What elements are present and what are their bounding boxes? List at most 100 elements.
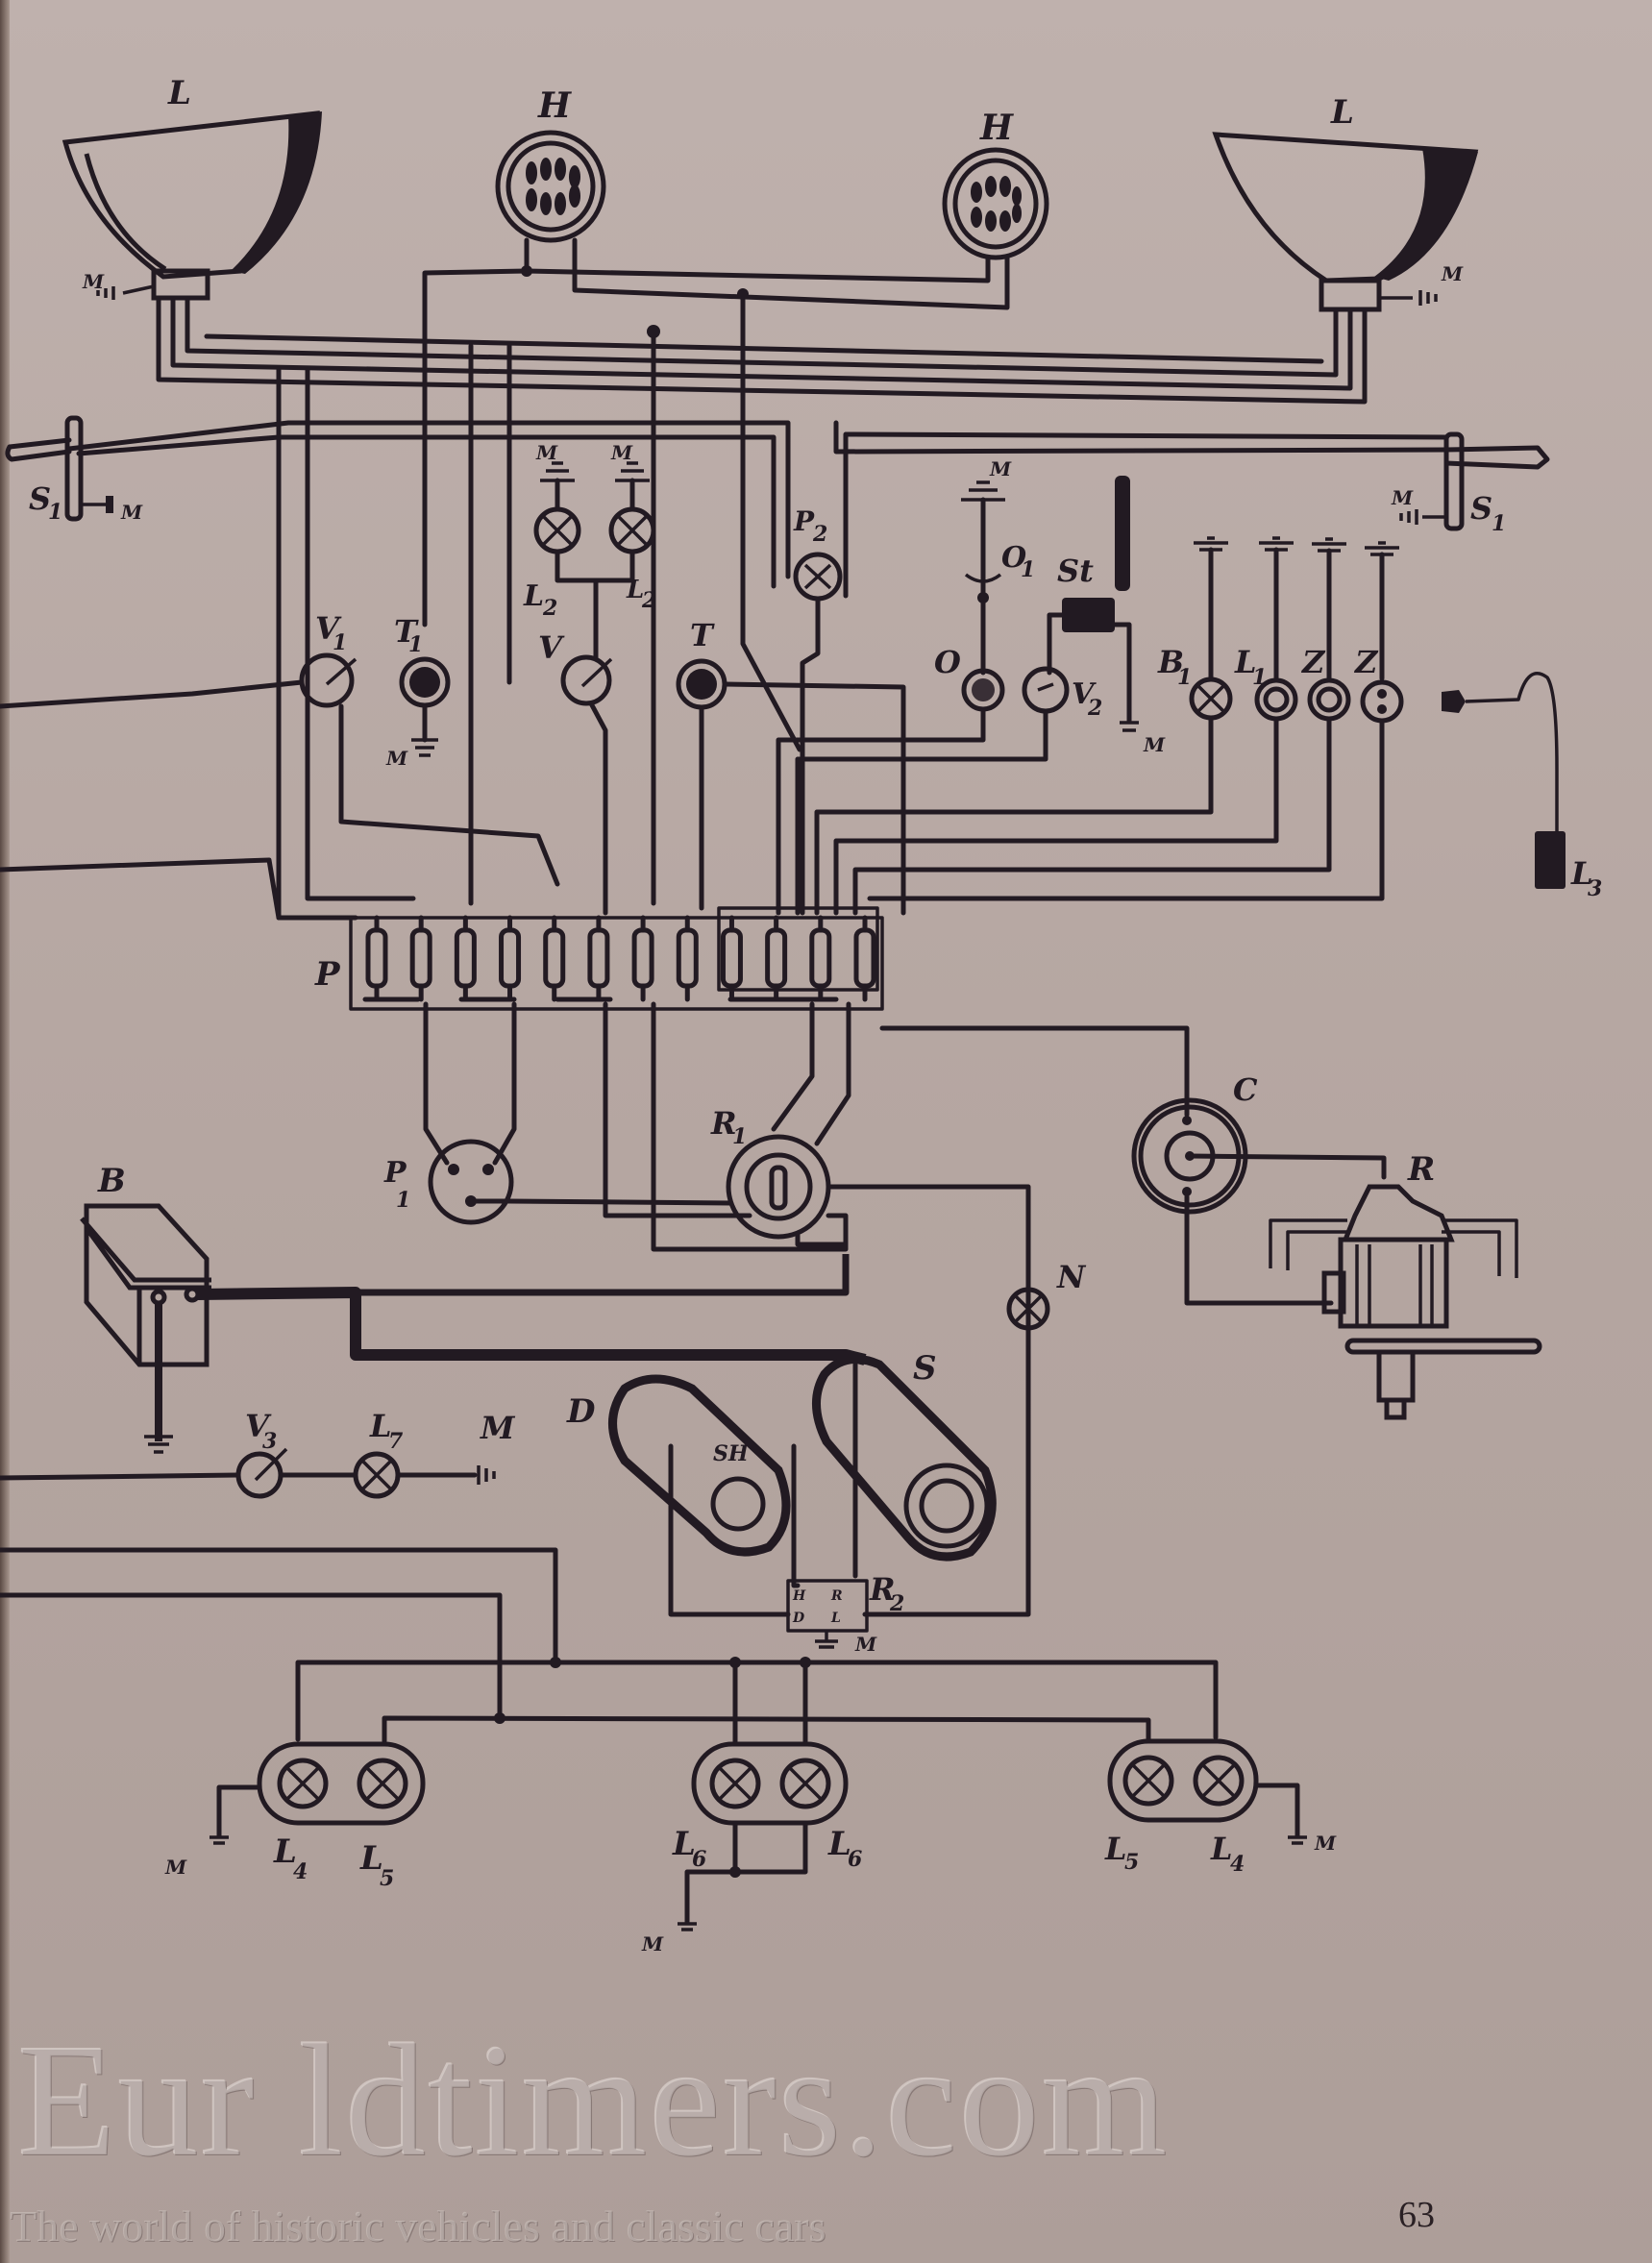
l7-label: L xyxy=(369,1408,392,1444)
p2-label: P xyxy=(793,505,815,537)
gauge-v3-circuit: V 3 L 7 M xyxy=(0,1408,516,1499)
fuse-row xyxy=(365,915,876,1002)
svg-text:2: 2 xyxy=(812,522,827,547)
svg-text:M: M xyxy=(1314,1832,1337,1855)
svg-text:4: 4 xyxy=(293,1859,308,1884)
svg-text:M: M xyxy=(164,1856,187,1879)
mass-label: M xyxy=(82,270,105,293)
b-label: B xyxy=(97,1162,126,1200)
right-panel-lamps: B 1 L 1 Z Z xyxy=(814,536,1404,916)
rear-lamp-cluster-right: M L 5 L 4 xyxy=(1104,1738,1337,1877)
gauge-t: T xyxy=(676,617,906,916)
horn-right-label: H xyxy=(979,108,1014,148)
svg-text:M: M xyxy=(385,747,408,770)
indicator-left: S 1 M xyxy=(5,415,791,589)
l6-right-label: L xyxy=(827,1825,851,1863)
svg-text:M: M xyxy=(989,457,1012,480)
fuse xyxy=(809,927,832,989)
fuse xyxy=(365,927,388,989)
fuse xyxy=(631,927,654,989)
starter-motor-s: S xyxy=(812,1349,997,1579)
p1-label: P xyxy=(383,1156,407,1190)
ignition-switch-r1: R 1 xyxy=(603,1001,1031,1483)
l3-label: L xyxy=(1570,855,1593,892)
svg-text:D: D xyxy=(792,1611,805,1626)
n-label: N xyxy=(1056,1259,1087,1295)
d-label: D xyxy=(566,1392,596,1431)
svg-text:M: M xyxy=(1143,733,1166,756)
indicator-right-label: S xyxy=(1470,490,1492,527)
svg-text:5: 5 xyxy=(380,1866,394,1891)
svg-text:2: 2 xyxy=(542,596,557,621)
dh-label: SH xyxy=(713,1441,750,1466)
svg-text:2: 2 xyxy=(889,1591,904,1616)
gauge-v2: V 2 xyxy=(795,666,1102,916)
r2-label: R xyxy=(869,1571,896,1608)
svg-text:M: M xyxy=(535,441,558,464)
m-label: M xyxy=(480,1410,516,1446)
t1-label: T xyxy=(394,613,419,650)
svg-text:M: M xyxy=(1391,486,1414,509)
rear-harness xyxy=(0,1547,1219,1744)
gauge-t1: M T 1 xyxy=(385,613,451,770)
panel-lamps-l2: M M L 2 L 2 xyxy=(523,441,656,656)
svg-text:M: M xyxy=(641,1932,664,1956)
svg-text:1: 1 xyxy=(1492,511,1506,536)
svg-text:6: 6 xyxy=(848,1847,862,1872)
o-label: O xyxy=(934,644,961,680)
svg-text:5: 5 xyxy=(1124,1850,1139,1875)
fuse xyxy=(409,927,432,989)
horn-left: H xyxy=(495,86,606,243)
svg-text:1: 1 xyxy=(408,632,423,657)
switch-p1: P 1 xyxy=(383,1001,733,1225)
gauge-v: V xyxy=(538,629,613,916)
terminal-block-p: P xyxy=(0,857,884,1011)
svg-text:6: 6 xyxy=(692,1847,706,1872)
l4-right-label: L xyxy=(1210,1831,1233,1867)
svg-text:M: M xyxy=(854,1633,877,1656)
z-label: Z xyxy=(1300,644,1326,680)
headlamp-left-label: L xyxy=(167,74,191,112)
fuse xyxy=(720,927,743,989)
fuse xyxy=(499,927,522,989)
t-label: T xyxy=(690,617,715,653)
horn-right: H xyxy=(942,108,1049,260)
fuse xyxy=(853,927,876,989)
svg-text:7: 7 xyxy=(388,1429,404,1454)
dynamo-d: D SH xyxy=(566,1374,801,1617)
l4-left-label: L xyxy=(273,1833,297,1871)
regulator-r2: H R D L M R 2 xyxy=(786,1571,904,1656)
svg-text:L: L xyxy=(830,1611,841,1626)
p-label: P xyxy=(314,955,341,994)
gauge-v1: V 1 xyxy=(0,610,560,887)
fuse xyxy=(587,927,610,989)
z-label-2: Z xyxy=(1353,644,1379,680)
ignition-coil-c: C xyxy=(1131,1071,1387,1306)
v1-label: V xyxy=(315,610,342,647)
b1-label: B xyxy=(1157,644,1184,680)
svg-text:R: R xyxy=(830,1588,843,1604)
indicator-left-label: S xyxy=(29,480,51,517)
svg-text:M: M xyxy=(120,501,143,524)
svg-text:3: 3 xyxy=(1588,876,1602,901)
svg-text:H: H xyxy=(792,1588,806,1604)
v-label: V xyxy=(538,629,565,666)
svg-text:4: 4 xyxy=(1230,1852,1245,1877)
rear-lamp-cluster-center: M L 6 L 6 xyxy=(641,1741,862,1956)
headlamp-right-label: L xyxy=(1330,93,1354,132)
svg-text:1: 1 xyxy=(396,1188,410,1213)
s-label: S xyxy=(913,1349,937,1388)
svg-text:1: 1 xyxy=(1177,665,1192,690)
fuse xyxy=(676,927,699,989)
headlamp-right: M L xyxy=(1212,93,1479,312)
svg-text:1: 1 xyxy=(1252,665,1267,690)
fuse xyxy=(765,927,788,989)
l5-right-label: L xyxy=(1104,1831,1127,1867)
v3-label: V xyxy=(245,1408,272,1444)
svg-text:L: L xyxy=(626,576,644,604)
horn-left-label: H xyxy=(537,86,572,126)
svg-text:M: M xyxy=(610,441,633,464)
fuse xyxy=(454,927,477,989)
r-label: R xyxy=(1407,1150,1435,1189)
